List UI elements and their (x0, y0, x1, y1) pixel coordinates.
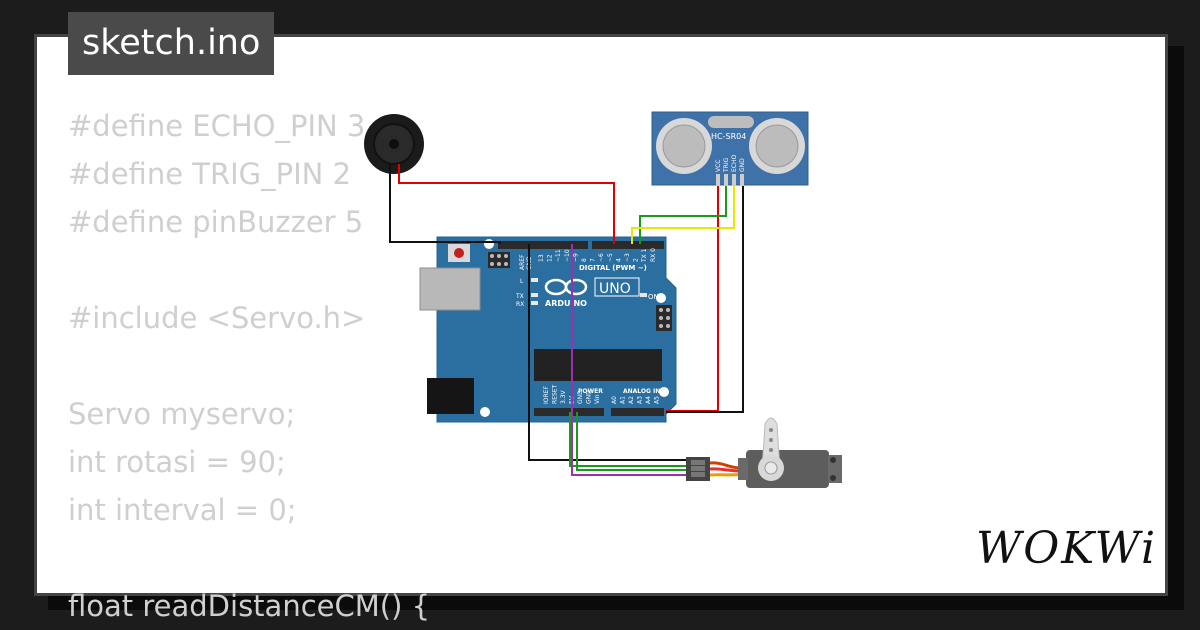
atmega-chip (534, 349, 662, 381)
code-line: #define pinBuzzer 5 (68, 205, 364, 239)
digital-pin-label-10: ~3 (624, 253, 631, 262)
digital-pin-label-8: ~5 (607, 253, 614, 262)
rx-led-label: RX (516, 301, 524, 308)
digital-pin-label-1: 12 (547, 254, 554, 262)
analog-label: ANALOG IN (623, 388, 660, 395)
analog-pin-label-2: A2 (628, 396, 635, 404)
analog-pin-label-5: A5 (654, 396, 661, 404)
sensor-label: HC-SR04 (711, 132, 746, 141)
wire-buzzer-red (398, 164, 615, 244)
analog-pin-label-0: A0 (611, 396, 618, 404)
power-label: POWER (578, 388, 603, 395)
tx-led-label: TX (515, 293, 524, 300)
digital-pin-label-2: ~11 (555, 249, 562, 262)
wire-buzzer-black (389, 164, 501, 244)
wire-sensor-gnd (666, 186, 744, 413)
code-line: Servo myservo; (68, 397, 296, 431)
usb-port (419, 267, 481, 311)
arduino-logo-text: ARDUINO (545, 299, 587, 308)
digital-pin-label-4: ~9 (572, 253, 579, 262)
code-preview: #define ECHO_PIN 3 #define TRIG_PIN 2 #d… (68, 102, 430, 630)
power-pin-label-2: 3.3V (560, 389, 567, 404)
buzzer (364, 114, 424, 174)
wire-sensor-echo (631, 186, 735, 244)
code-line: int interval = 0; (68, 493, 297, 527)
power-pin-label-1: RESET (552, 384, 559, 404)
wires (389, 164, 744, 476)
digital-pin-label-13: RX 0 (650, 248, 657, 262)
aref-label: AREF (519, 254, 526, 270)
servo-motor (686, 417, 842, 488)
wokwi-logo: WOKWi (976, 523, 1158, 574)
card-shadow-right (1166, 46, 1184, 610)
digital-pin-label-12: TX 1 (641, 248, 648, 263)
wire-servo-gnd (528, 244, 686, 461)
header-analog (611, 408, 664, 416)
digital-pin-label-7: ~6 (598, 253, 605, 262)
uno-label: UNO (599, 281, 631, 297)
analog-pin-label-4: A4 (645, 396, 652, 404)
wire-servo-signal (571, 244, 686, 476)
file-title: sketch.ino (68, 12, 275, 75)
code-line: int rotasi = 90; (68, 445, 286, 479)
wire-servo-5v (569, 412, 686, 467)
card-shadow-bottom (48, 592, 1170, 610)
digital-pin-label-9: 4 (615, 258, 622, 262)
digital-pin-label-0: 13 (538, 254, 545, 262)
digital-pin-label-5: 8 (581, 258, 588, 262)
code-line: float readDistanceCM() { (68, 589, 431, 623)
power-pin-label-6: Vin (594, 394, 601, 404)
power-pin-label-0: IOREF (543, 386, 550, 404)
code-line: #define TRIG_PIN 2 (68, 157, 352, 191)
sensor-pin-label-2: ECHO (731, 155, 738, 172)
digital-label: DIGITAL (PWM ~) (579, 264, 647, 272)
analog-pin-label-3: A3 (637, 396, 644, 404)
power-jack (427, 378, 474, 414)
icsp-header (488, 252, 672, 331)
l-led-label: L (520, 278, 524, 285)
on-led-label: ON (648, 293, 659, 301)
code-line: #define ECHO_PIN 3 (68, 109, 366, 143)
digital-pin-label-11: 2 (633, 258, 640, 262)
wire-servo-aux (576, 412, 686, 471)
code-line: #include <Servo.h> (68, 301, 366, 335)
arduino-infinity-logo (544, 278, 588, 296)
digital-pin-label-6: 7 (590, 258, 597, 262)
digital-pin-label-3: ~10 (564, 249, 571, 262)
sensor-pin-label-3: GND (739, 158, 746, 172)
analog-pin-label-1: A1 (620, 396, 627, 404)
header-top-right (592, 241, 664, 249)
power-pin-label-5: GND (586, 390, 593, 404)
header-top-left (498, 241, 588, 249)
wire-sensor-trig (639, 186, 727, 244)
sensor-pin-label-0: VCC (715, 160, 722, 172)
power-pin-label-4: GND (577, 390, 584, 404)
sensor-pin-label-1: TRIG (723, 157, 730, 173)
